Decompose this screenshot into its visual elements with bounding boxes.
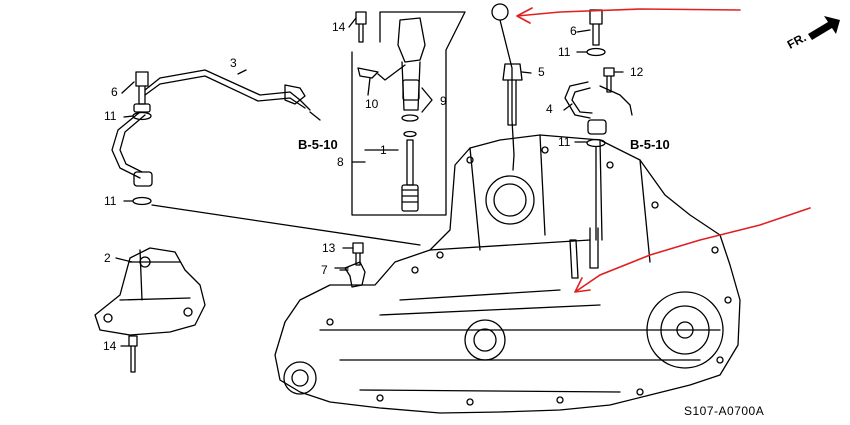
hose-end-fitting-left xyxy=(284,84,321,121)
leader-lines xyxy=(115,17,624,347)
label-part-6-right: 6 xyxy=(570,24,577,38)
label-part-10: 10 xyxy=(365,97,379,111)
reference-right: B-5-10 xyxy=(630,137,670,152)
mount-plate-2 xyxy=(94,247,206,336)
label-part-3: 3 xyxy=(230,56,237,70)
label-part-11-c: 11 xyxy=(558,45,571,59)
dipstick-tube-5 xyxy=(502,63,523,126)
label-part-7: 7 xyxy=(321,263,328,277)
dipstick-handle xyxy=(491,3,509,21)
housing-bolts xyxy=(326,146,732,406)
washer-11-b xyxy=(132,196,152,206)
mount-bracket-7 xyxy=(344,261,366,288)
bolt-13 xyxy=(352,242,364,266)
label-part-11-b: 11 xyxy=(104,194,117,208)
label-part-4: 4 xyxy=(546,102,553,116)
washer-11-c xyxy=(586,47,606,57)
label-part-6-left: 6 xyxy=(111,85,118,99)
red-annotation-arrow-top xyxy=(516,7,741,24)
case-inner-lines xyxy=(319,134,721,393)
label-part-5: 5 xyxy=(538,65,545,79)
speed-sensor-9 xyxy=(397,17,426,63)
bolt-6-right xyxy=(589,9,603,46)
bell-opening xyxy=(485,175,535,225)
clip-10 xyxy=(357,67,379,79)
clamp-lower xyxy=(133,171,153,187)
label-part-11-a: 11 xyxy=(104,109,117,123)
clamp-upper xyxy=(133,103,151,113)
label-part-1: 1 xyxy=(380,143,387,157)
label-part-14-lower: 14 xyxy=(103,339,117,353)
label-part-13: 13 xyxy=(322,241,336,255)
bolt-12 xyxy=(603,67,615,93)
washer-11-d xyxy=(586,138,606,148)
output-flange xyxy=(283,361,317,395)
hose-lower-left xyxy=(111,111,141,179)
differential-cover xyxy=(646,291,724,369)
front-direction-arrow xyxy=(808,16,840,40)
label-part-2: 2 xyxy=(104,251,111,265)
bolt-14-lower xyxy=(128,335,138,373)
label-part-12: 12 xyxy=(630,65,644,79)
diagram-code: S107-A0700A xyxy=(684,404,765,418)
driven-gear-shaft-1 xyxy=(406,139,414,186)
bolt-6-left xyxy=(135,71,149,105)
dipstick xyxy=(499,19,515,171)
red-annotation-arrow-right xyxy=(574,207,811,293)
hose-4 xyxy=(564,81,633,119)
reference-left: B-5-10 xyxy=(298,137,338,152)
label-part-8: 8 xyxy=(337,155,344,169)
bolt-14-upper xyxy=(355,11,367,43)
transmission-housing xyxy=(274,134,741,414)
label-part-9: 9 xyxy=(440,94,447,108)
label-part-11-d: 11 xyxy=(558,135,571,149)
o-ring-9 xyxy=(401,114,419,122)
label-part-14-upper: 14 xyxy=(332,20,346,34)
axle-seal xyxy=(464,319,506,361)
assembly-frame-8 xyxy=(351,11,466,216)
